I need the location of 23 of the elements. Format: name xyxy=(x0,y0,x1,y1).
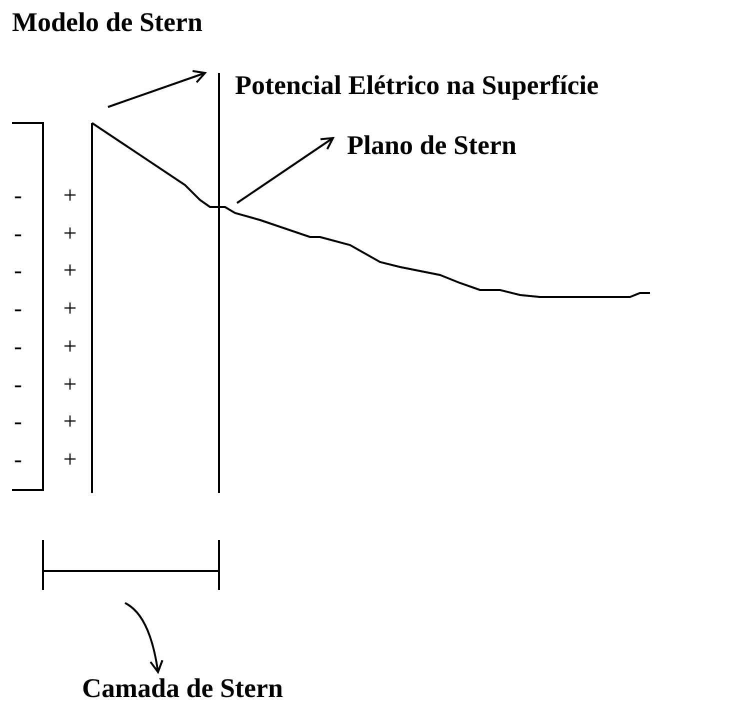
plus-sign: + xyxy=(62,257,78,286)
minus-sign: - xyxy=(13,182,23,210)
curved-arrow xyxy=(124,602,164,673)
arrow xyxy=(236,137,334,204)
callout-text: Potencial Elétrico na Superfície xyxy=(205,69,599,101)
minus-sign: - xyxy=(13,408,23,436)
minus-sign: - xyxy=(13,332,23,361)
plus-sign: + xyxy=(62,295,78,324)
minus-sign: - xyxy=(13,446,23,474)
minus-sign: - xyxy=(13,370,23,398)
plus-sign: + xyxy=(62,332,78,361)
plus-sign: + xyxy=(62,370,78,398)
arrow xyxy=(108,70,206,108)
plus-sign: + xyxy=(62,408,78,436)
plus-sign: + xyxy=(62,182,78,210)
plus-sign: + xyxy=(62,220,78,248)
callout-text: Camada de Stern xyxy=(82,672,283,704)
diagram-title: Modelo de Stern xyxy=(12,6,202,38)
minus-sign: - xyxy=(13,220,23,248)
plus-sign: + xyxy=(62,446,78,474)
minus-sign: - xyxy=(13,257,23,286)
minus-sign: - xyxy=(13,295,23,324)
callout-text: Plano de Stern xyxy=(333,129,517,161)
